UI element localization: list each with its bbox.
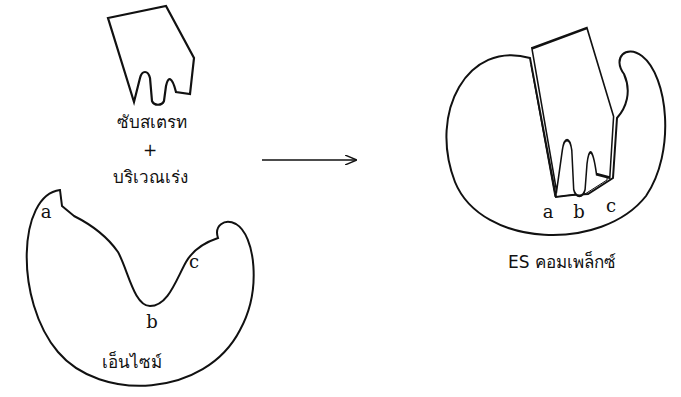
substrate-shape [108, 6, 194, 105]
substrate-shape [532, 28, 614, 196]
reaction-arrow [262, 159, 356, 160]
es-complex-label: ES คอมเพล็กซ์ [508, 252, 616, 272]
site-letter: c [606, 195, 616, 217]
plus-sign: + [143, 140, 157, 160]
substrate-label: ซับสเตรท [117, 112, 187, 132]
site-letter: a [41, 201, 52, 223]
site-letter: b [146, 311, 158, 333]
site-letter: a [543, 201, 554, 223]
site-letter: c [189, 251, 199, 273]
enzyme-shape [27, 190, 254, 386]
enzyme-label: เอ็นไซม์ [102, 352, 162, 372]
site-letter: b [573, 201, 585, 223]
active-site-label: บริเวณเร่ง [113, 167, 188, 187]
